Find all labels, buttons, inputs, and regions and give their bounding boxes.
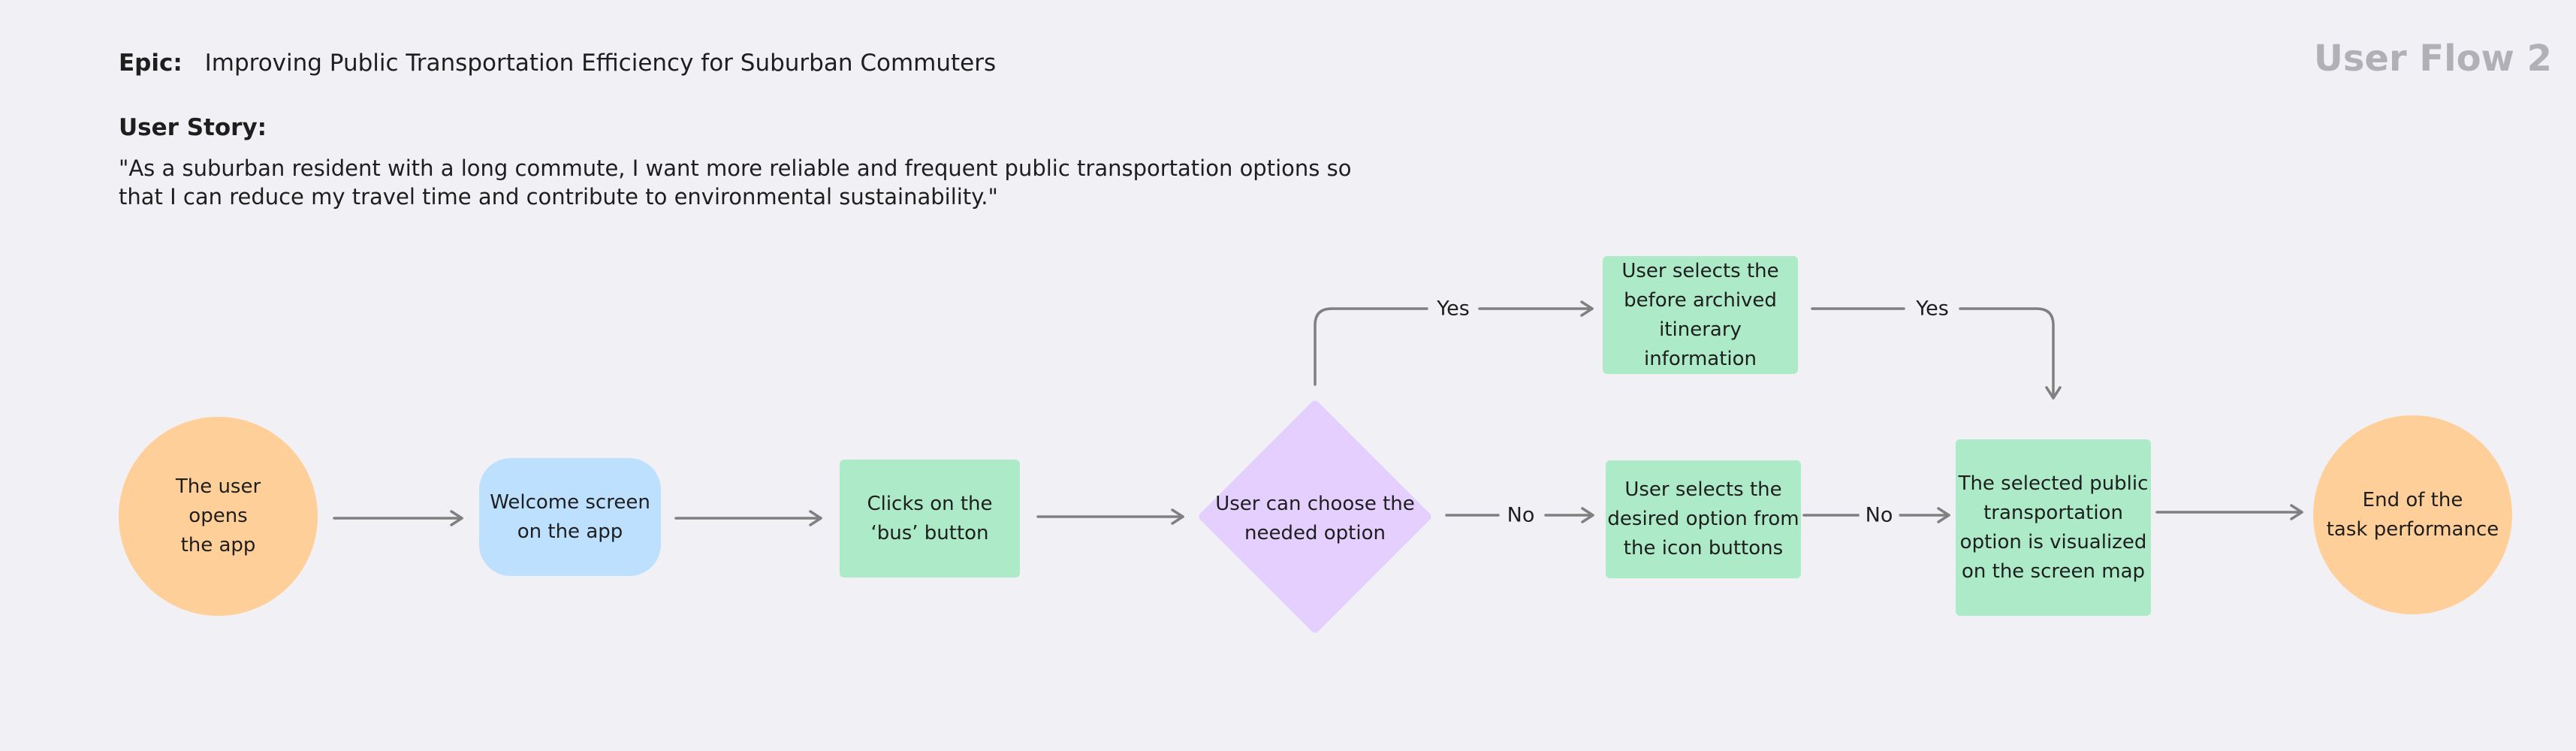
node-text-line: the app <box>180 534 256 556</box>
node-text-line: before archived <box>1624 288 1777 312</box>
node-text-line: The selected public <box>1958 472 2149 495</box>
epic-label: Epic: <box>119 50 182 77</box>
edge-archived-to-visualized <box>1811 307 2053 398</box>
node-text-line: transportation <box>1983 501 2123 524</box>
node-text-line: desired option from <box>1607 508 1799 530</box>
node-text-line: itinerary information <box>1643 318 1757 370</box>
user-story-label: User Story: <box>119 114 267 141</box>
flow-title: User Flow 2 <box>2313 38 2552 80</box>
node-text-line: the icon buttons <box>1623 537 1784 559</box>
decision-label: User can choose the needed option <box>1199 478 1431 560</box>
bus-button-node: Clicks on the ‘bus’ button <box>840 460 1020 578</box>
node-text-line: Clicks on the <box>867 492 993 515</box>
node-text-line: The user <box>175 475 261 498</box>
node-text-line: End of the <box>2362 488 2463 511</box>
node-text-line: task performance <box>2326 517 2499 541</box>
edge-label-no: No <box>1859 503 1899 527</box>
node-text-line: needed option <box>1244 522 1386 544</box>
edge-decision-to-archived <box>1314 309 1592 386</box>
welcome-screen-node: Welcome screen on the app <box>479 458 661 576</box>
node-text-line: on the screen map <box>1961 559 2146 583</box>
node-text-line: option is visualized <box>1959 530 2147 553</box>
edge-label-yes: Yes <box>1910 297 1955 321</box>
node-text-line: ‘bus’ button <box>870 521 989 544</box>
node-text-line: User can choose the <box>1215 493 1415 515</box>
edge-label-yes: Yes <box>1431 297 1476 321</box>
node-text-line: opens <box>189 505 248 527</box>
edge-label-no: No <box>1501 503 1541 527</box>
icon-buttons-node: User selects the desired option from the… <box>1606 460 1801 578</box>
archived-itinerary-node: User selects the before archived itinera… <box>1603 256 1798 374</box>
epic-line: Epic: Improving Public Transportation Ef… <box>119 50 996 77</box>
node-text-line: User selects the <box>1621 259 1779 282</box>
epic-text: Improving Public Transportation Efficien… <box>204 50 997 77</box>
map-visualization-node: The selected public transportation optio… <box>1956 439 2151 616</box>
end-node-task-performance: End of the task performance <box>2313 415 2512 614</box>
user-story-text: "As a suburban resident with a long comm… <box>119 155 1352 210</box>
node-text-line: User selects the <box>1624 478 1782 501</box>
node-text-line: on the app <box>517 520 623 543</box>
node-text-line: Welcome screen <box>490 490 650 514</box>
start-node-open-app: The user opens the app <box>119 417 318 616</box>
